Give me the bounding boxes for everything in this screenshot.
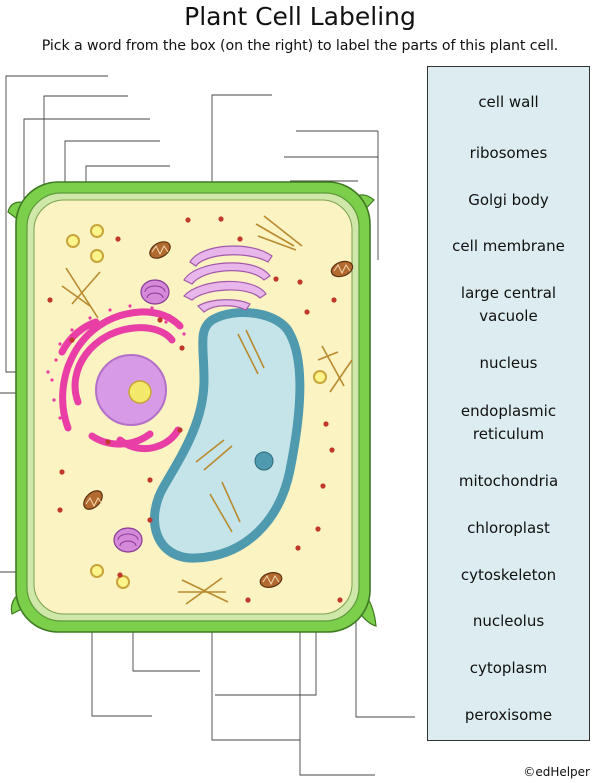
label-line-3 xyxy=(23,118,150,225)
mitochondria-cristae xyxy=(85,245,351,586)
mitochondria xyxy=(83,241,354,588)
vacuole-granule xyxy=(254,451,274,471)
word-cell-wall: cell wall xyxy=(478,93,539,111)
page-title: Plant Cell Labeling xyxy=(184,2,416,31)
footer-credit: ©edHelper xyxy=(523,765,590,779)
word-golgi-body: Golgi body xyxy=(468,191,549,209)
label-line-16 xyxy=(299,568,375,776)
word-endoplasmic-reticulum-line2: reticulum xyxy=(472,425,545,443)
label-line-15 xyxy=(211,594,300,741)
nucleolus xyxy=(128,380,152,404)
label-line-1 xyxy=(5,75,108,373)
cytoskeleton xyxy=(61,215,353,605)
instructions: Pick a word from the box (on the right) … xyxy=(41,38,559,54)
word-ribosomes: ribosomes xyxy=(469,144,548,162)
word-cytoplasm: cytoplasm xyxy=(469,659,548,677)
word-mitochondria: mitochondria xyxy=(458,472,559,490)
word-chloroplast: chloroplast xyxy=(467,519,550,537)
label-line-17 xyxy=(355,603,415,718)
large-central-vacuole xyxy=(150,308,305,563)
word-cell-membrane: cell membrane xyxy=(452,237,565,255)
word-nucleus: nucleus xyxy=(479,354,538,372)
word-endoplasmic-reticulum-line1: endoplasmic xyxy=(460,402,557,420)
ribosomes xyxy=(47,216,343,603)
endoplasmic-reticulum xyxy=(58,308,184,453)
label-lines xyxy=(0,75,415,776)
word-box: cell wall ribosomes Golgi body cell memb… xyxy=(427,66,590,741)
word-endoplasmic-reticulum: endoplasmic reticulum xyxy=(428,400,589,446)
plastids xyxy=(113,279,170,553)
golgi-body xyxy=(183,245,273,313)
peroxisomes xyxy=(66,224,327,589)
word-nucleolus: nucleolus xyxy=(472,612,545,630)
word-large-central-vacuole-line1: large central xyxy=(460,284,557,302)
word-cytoskeleton: cytoskeleton xyxy=(460,566,557,584)
word-large-central-vacuole: large central vacuole xyxy=(428,282,589,328)
word-peroxisome: peroxisome xyxy=(464,706,553,724)
er-ribosomes xyxy=(46,304,186,420)
word-large-central-vacuole-line2: vacuole xyxy=(479,307,538,325)
